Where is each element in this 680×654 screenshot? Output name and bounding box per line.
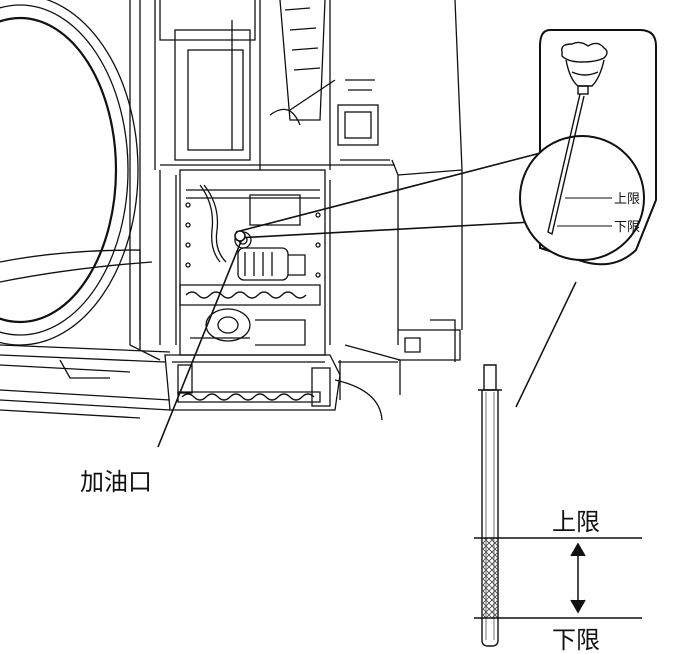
filler-callout <box>157 149 553 448</box>
machine-illustration <box>0 0 463 421</box>
zoom-connector-lower <box>235 221 533 239</box>
dipstick-cap <box>561 41 608 95</box>
level-marks <box>474 537 642 619</box>
lower-frame <box>0 344 171 419</box>
housing <box>129 0 463 361</box>
dipstick-rod <box>547 93 585 236</box>
inset-frame <box>539 29 657 266</box>
zoom-upper-label: 上限 <box>614 192 640 207</box>
lower-limit-label: 下限 <box>552 626 600 654</box>
lens-content <box>557 197 612 227</box>
zoom-inset <box>519 29 657 266</box>
right-hardware <box>338 319 461 400</box>
filler-leader-line <box>157 233 245 448</box>
step-ladder <box>164 354 383 421</box>
filler-port <box>234 230 246 242</box>
dipstick-tip <box>483 364 497 391</box>
filler-label: 加油口 <box>80 468 152 496</box>
zoom-lower-label: 下限 <box>614 220 640 235</box>
engine-compartment <box>179 169 331 356</box>
dipstick-detail <box>478 364 502 647</box>
upper-limit-label: 上限 <box>552 508 600 536</box>
zoom-connector-upper <box>235 149 553 233</box>
oil-level-band <box>482 538 498 618</box>
inset-leader-line <box>515 281 577 408</box>
drum <box>0 0 153 350</box>
dipstick-shaft <box>481 390 499 647</box>
